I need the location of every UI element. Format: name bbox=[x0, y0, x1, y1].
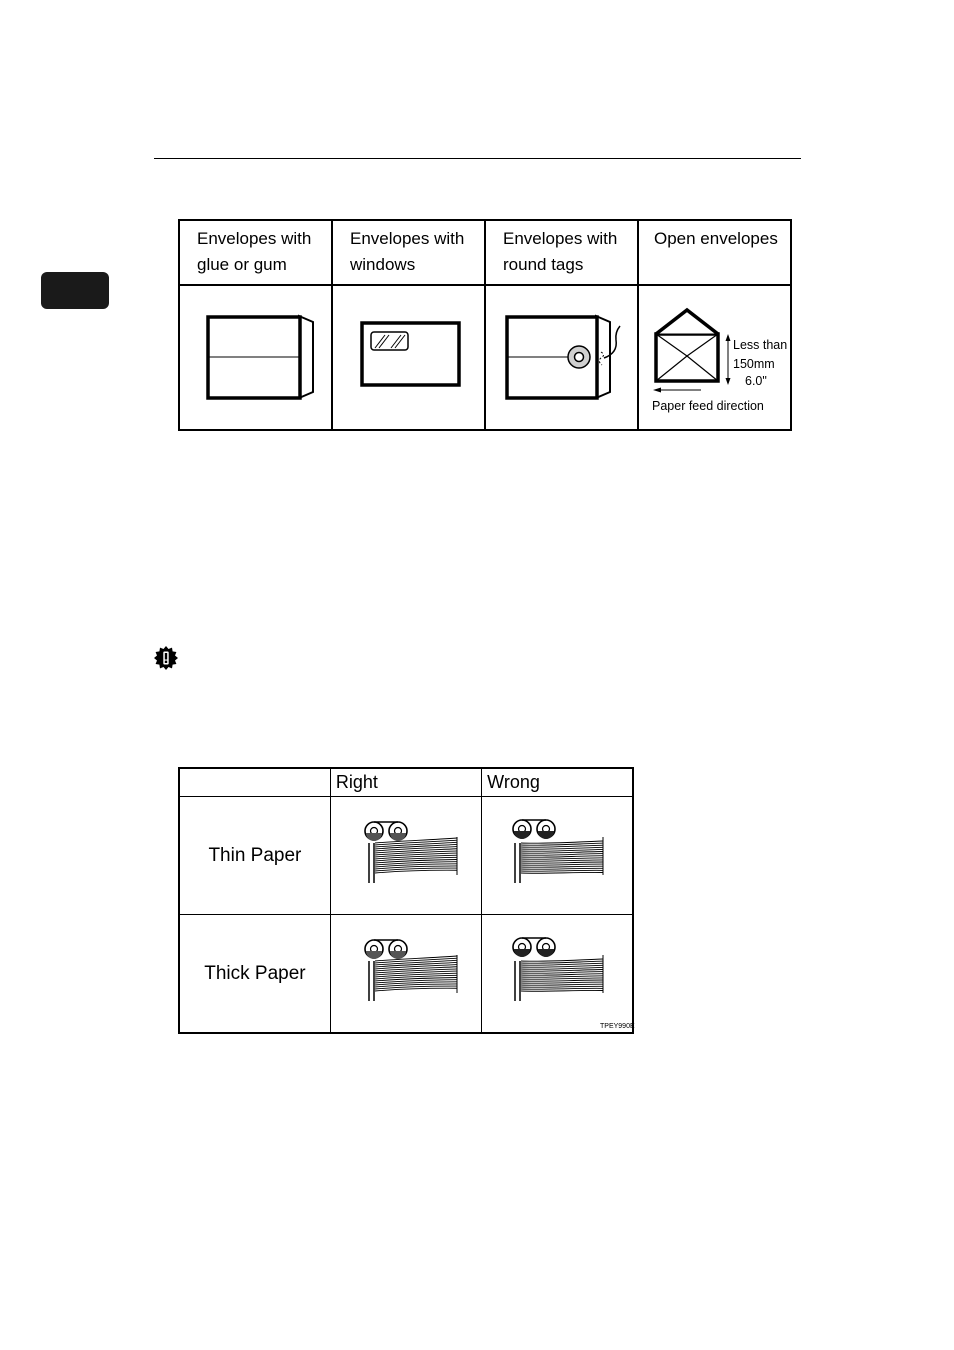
paper-sheet-line bbox=[521, 982, 603, 983]
paper-sheet-line bbox=[521, 862, 603, 863]
paper-sheet-line bbox=[521, 852, 603, 854]
paper-curl-table: Right Wrong Thin Paper Thick Paper bbox=[178, 767, 634, 1034]
thin-paper-right-illustration bbox=[331, 797, 481, 909]
open-envelope-illustration: Less than 150mm 6.0" Paper feed directio… bbox=[639, 286, 791, 429]
figure-code: TPEY990E bbox=[600, 1023, 635, 1030]
window-envelope-cell bbox=[332, 285, 485, 430]
paper-sheet-line bbox=[521, 976, 603, 977]
thick-paper-right-illustration bbox=[331, 915, 481, 1027]
thin-right-cell bbox=[330, 797, 481, 915]
paper-sheet-line bbox=[521, 872, 603, 873]
thin-paper-wrong-illustration bbox=[482, 797, 632, 909]
glue-envelope-cell bbox=[179, 285, 332, 430]
paper-sheet-line bbox=[521, 858, 603, 859]
paper-sheet-line bbox=[521, 849, 603, 851]
mm-label: 150mm bbox=[733, 357, 775, 371]
paper-sheet-line bbox=[521, 990, 603, 991]
paper-sheet-line bbox=[521, 868, 603, 869]
thick-paper-wrong-illustration bbox=[482, 915, 632, 1027]
glue-envelope-illustration bbox=[180, 286, 330, 429]
paper-sheet-line bbox=[521, 988, 603, 989]
paper-sheet-line bbox=[521, 864, 603, 865]
paper-sheet-line bbox=[521, 986, 603, 987]
right-header: Right bbox=[330, 768, 481, 797]
open-envelope-cell: Less than 150mm 6.0" Paper feed directio… bbox=[638, 285, 791, 430]
header-open: Open envelopes bbox=[638, 220, 791, 285]
paper-sheet-line bbox=[521, 854, 603, 856]
paper-sheet-line bbox=[521, 974, 603, 976]
thin-paper-label: Thin Paper bbox=[179, 797, 330, 915]
thin-wrong-cell bbox=[482, 797, 633, 915]
chapter-tab bbox=[41, 272, 109, 309]
inch-label: 6.0" bbox=[745, 374, 767, 388]
wrong-header: Wrong bbox=[482, 768, 633, 797]
paper-sheet-line bbox=[521, 984, 603, 985]
paper-sheet-line bbox=[521, 980, 603, 981]
corner-header bbox=[179, 768, 330, 797]
paper-sheet-line bbox=[521, 856, 603, 858]
less-than-label: Less than bbox=[733, 338, 787, 352]
feed-direction-label: Paper feed direction bbox=[652, 399, 764, 413]
paper-sheet-line bbox=[521, 978, 603, 979]
header-rule bbox=[154, 158, 801, 159]
window-envelope-illustration bbox=[333, 286, 485, 429]
thick-right-cell bbox=[330, 915, 481, 1034]
paper-sheet-line bbox=[521, 841, 603, 843]
paper-sheet-line bbox=[521, 972, 603, 974]
paper-sheet-line bbox=[521, 860, 603, 861]
paper-sheet-line bbox=[521, 959, 603, 961]
tag-envelope-illustration bbox=[486, 286, 638, 429]
important-icon bbox=[154, 646, 178, 670]
paper-sheet-line bbox=[375, 988, 457, 991]
paper-sheet-line bbox=[375, 870, 457, 873]
paper-sheet-line bbox=[521, 967, 603, 969]
thick-wrong-cell bbox=[482, 915, 633, 1034]
paper-sheet-line bbox=[521, 866, 603, 867]
tag-envelope-cell bbox=[485, 285, 638, 430]
paper-sheet-line bbox=[521, 970, 603, 972]
paper-sheet-line bbox=[521, 870, 603, 871]
thick-paper-label: Thick Paper bbox=[179, 915, 330, 1034]
